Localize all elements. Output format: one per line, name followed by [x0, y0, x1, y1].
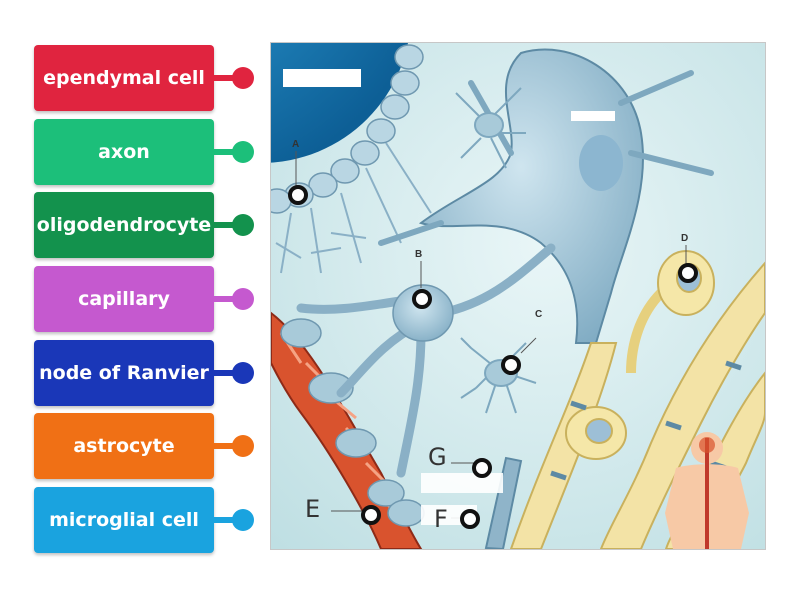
label-text: astrocyte — [73, 435, 175, 457]
connector — [212, 370, 242, 376]
label-tile-oligodendrocyte[interactable]: oligodendrocyte — [34, 192, 214, 258]
connector — [212, 296, 242, 302]
connector — [212, 517, 242, 523]
label-tile-axon[interactable]: axon — [34, 119, 214, 185]
label-text: node of Ranvier — [39, 362, 209, 384]
label-tile-astrocyte[interactable]: astrocyte — [34, 413, 214, 479]
knob[interactable] — [232, 435, 254, 457]
label-text: axon — [98, 141, 150, 163]
knob[interactable] — [232, 67, 254, 89]
microglial-cell-top — [455, 87, 526, 169]
leader-lines — [295, 151, 687, 519]
diagram-illustration — [271, 43, 765, 549]
neuron-dendrites — [378, 70, 714, 246]
drop-target-e[interactable] — [361, 505, 381, 525]
fine-processes — [275, 142, 432, 274]
connector — [212, 75, 242, 81]
drop-target-a[interactable] — [288, 185, 308, 205]
knob[interactable] — [232, 288, 254, 310]
drop-target-d[interactable] — [678, 263, 698, 283]
oligodendrocyte-lower — [565, 406, 627, 460]
connector — [212, 149, 242, 155]
label-text: oligodendrocyte — [36, 214, 212, 236]
label-tile-capillary[interactable]: capillary — [34, 266, 214, 332]
handwritten-letter-f: F — [434, 505, 448, 533]
marker-letter-d: D — [681, 233, 689, 244]
nodes-of-ranvier — [550, 360, 742, 481]
handwritten-letter-e: E — [305, 495, 321, 523]
label-tile-microglial-cell[interactable]: microglial cell — [34, 487, 214, 553]
redacted-label-box — [571, 111, 615, 121]
astrocyte-b — [296, 243, 556, 478]
drop-target-f[interactable] — [460, 509, 480, 529]
knob[interactable] — [232, 214, 254, 236]
neuron-nucleus — [579, 135, 623, 191]
connector — [212, 222, 242, 228]
neuroglia-diagram: A B C D G E F — [270, 42, 766, 550]
knob[interactable] — [232, 141, 254, 163]
knob[interactable] — [232, 509, 254, 531]
label-tile-ependymal-cell[interactable]: ependymal cell — [34, 45, 214, 111]
handwritten-letter-g: G — [428, 443, 447, 471]
redacted-box — [421, 473, 503, 493]
drop-target-c[interactable] — [501, 355, 521, 375]
marker-letter-b: B — [415, 249, 423, 260]
redacted-title — [283, 69, 361, 87]
drop-target-b[interactable] — [412, 289, 432, 309]
neuron-body — [418, 48, 645, 344]
label-text: capillary — [78, 288, 170, 310]
drop-target-g[interactable] — [472, 458, 492, 478]
label-text: ependymal cell — [43, 67, 205, 89]
connector — [212, 443, 242, 449]
marker-letter-c: C — [535, 309, 543, 320]
human-silhouette — [665, 432, 749, 549]
knob[interactable] — [232, 362, 254, 384]
label-tile-node-of-ranvier[interactable]: node of Ranvier — [34, 340, 214, 406]
marker-letter-a: A — [292, 139, 300, 150]
label-text: microglial cell — [49, 509, 199, 531]
